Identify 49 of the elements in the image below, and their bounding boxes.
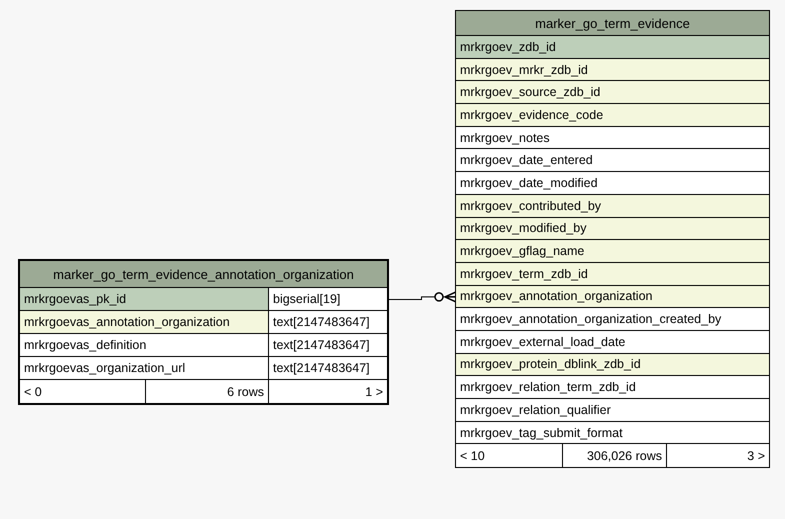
table-card <box>18 259 389 405</box>
column-name: mrkrgoev_annotation_organization_created_by <box>459 311 722 328</box>
column-name: mrkrgoevas_pk_id <box>23 291 128 308</box>
child-count: 1 > <box>268 380 387 403</box>
column-name: mrkrgoevas_annotation_organization <box>23 314 231 331</box>
row-count: 306,026 rows <box>562 444 666 468</box>
row-count: 6 rows <box>145 380 268 403</box>
column-row <box>456 36 769 59</box>
column-row <box>456 194 769 218</box>
column-name: mrkrgoevas_definition <box>23 337 148 354</box>
column-name: mrkrgoev_gflag_name <box>459 243 586 260</box>
column-row <box>456 240 769 263</box>
table-title: marker_go_term_evidence <box>456 11 769 36</box>
column-row <box>456 81 769 104</box>
column-row <box>456 218 769 240</box>
column-name: mrkrgoev_zdb_id <box>459 38 557 56</box>
column-row <box>456 354 769 376</box>
column-row <box>456 286 769 308</box>
column-row <box>456 262 769 286</box>
column-name: mrkrgoev_source_zdb_id <box>459 84 602 102</box>
column-name: mrkrgoevas_organization_url <box>23 360 186 377</box>
column-name: mrkrgoev_relation_qualifier <box>459 402 612 419</box>
table-card <box>455 10 770 468</box>
table-title: marker_go_term_evidence_annotation_organization <box>20 261 387 288</box>
parent-count: < 10 <box>459 448 486 465</box>
parent-count: < 0 <box>23 384 43 400</box>
column-row <box>456 58 769 82</box>
column-name: mrkrgoev_term_zdb_id <box>459 266 589 283</box>
column-name: mrkrgoev_evidence_code <box>459 106 604 124</box>
column-name: mrkrgoev_modified_by <box>459 220 588 238</box>
column-name: mrkrgoev_relation_term_zdb_id <box>459 379 637 396</box>
child-count: 3 > <box>666 444 769 468</box>
column-name: mrkrgoev_mrkr_zdb_id <box>459 62 589 79</box>
column-row <box>20 311 387 334</box>
column-row <box>20 357 387 380</box>
column-name: mrkrgoev_date_modified <box>459 174 599 192</box>
column-name: mrkrgoev_notes <box>459 130 551 147</box>
column-row <box>20 288 387 311</box>
column-name: mrkrgoev_protein_dblink_zdb_id <box>459 356 642 374</box>
column-name: mrkrgoev_external_load_date <box>459 334 626 351</box>
column-row <box>456 104 769 127</box>
column-name: mrkrgoev_date_entered <box>459 152 594 170</box>
column-name: mrkrgoev_contributed_by <box>459 198 602 215</box>
column-type: bigserial[19] <box>268 288 387 310</box>
column-name: mrkrgoev_annotation_organization <box>459 288 654 306</box>
column-type: text[2147483647] <box>268 311 387 333</box>
column-name: mrkrgoev_tag_submit_format <box>459 424 624 442</box>
column-row <box>456 422 769 444</box>
column-row <box>20 334 387 357</box>
